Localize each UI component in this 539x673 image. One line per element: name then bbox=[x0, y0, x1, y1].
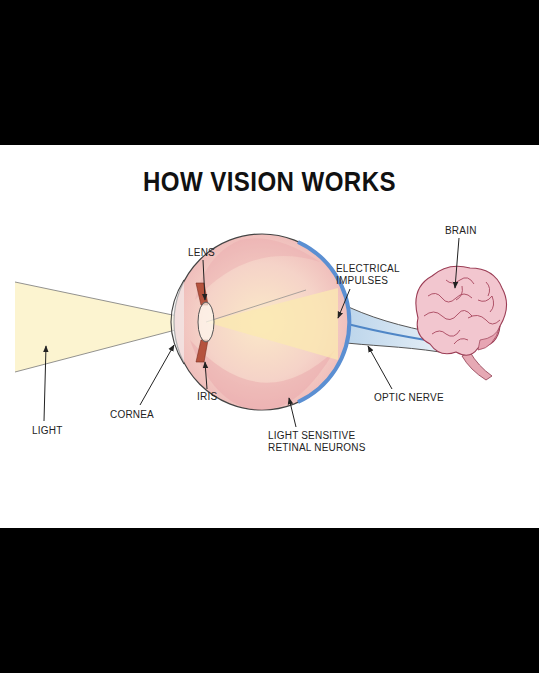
black-band bbox=[0, 528, 539, 673]
cornea bbox=[171, 280, 184, 364]
black-band bbox=[0, 0, 539, 145]
diagram-title: HOW VISION WORKS bbox=[38, 166, 502, 198]
brain bbox=[416, 266, 507, 355]
eyeball bbox=[174, 234, 350, 410]
leader-line bbox=[140, 345, 174, 405]
light-ray bbox=[206, 290, 306, 322]
part-label: IRIS bbox=[197, 391, 247, 403]
brain-stem bbox=[462, 352, 492, 380]
part-label: ELECTRICAL IMPULSES bbox=[336, 263, 411, 287]
leader-line bbox=[455, 238, 459, 288]
lens bbox=[198, 302, 214, 342]
iris bbox=[196, 340, 208, 362]
part-label: LIGHT bbox=[32, 425, 92, 437]
leader-line bbox=[368, 346, 392, 389]
leader-line bbox=[203, 260, 205, 300]
part-label: CORNEA bbox=[110, 409, 180, 421]
white-panel bbox=[0, 145, 539, 528]
leader-line bbox=[205, 362, 207, 389]
part-label: LENS bbox=[188, 247, 248, 259]
part-label: LIGHT SENSITIVE RETINAL NEURONS bbox=[268, 430, 368, 454]
leader-line bbox=[289, 398, 296, 427]
focused-light bbox=[206, 288, 338, 360]
part-label: BRAIN bbox=[445, 225, 505, 237]
leader-line bbox=[44, 346, 46, 421]
leader-line bbox=[338, 289, 350, 318]
part-label: OPTIC NERVE bbox=[374, 392, 469, 404]
cerebellum bbox=[478, 326, 500, 350]
brain-folds bbox=[424, 278, 500, 344]
